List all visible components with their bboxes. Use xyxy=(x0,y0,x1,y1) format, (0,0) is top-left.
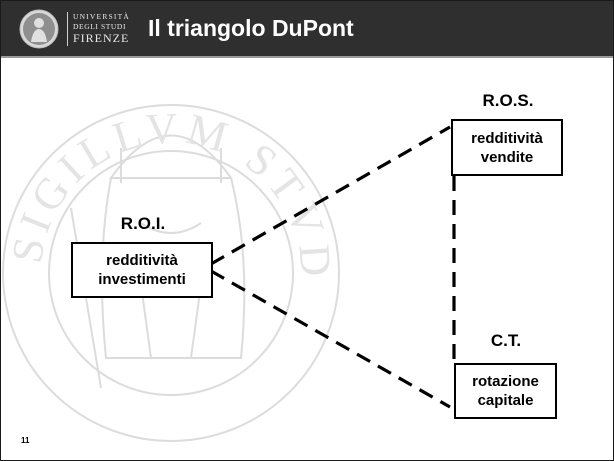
node-box-ct: rotazione capitale xyxy=(454,363,557,419)
node-box-ros: redditività vendite xyxy=(451,119,563,176)
logo-divider xyxy=(67,12,68,46)
node-box-ct-line2: capitale xyxy=(477,392,534,409)
node-box-ros-line2: vendite xyxy=(480,148,534,166)
node-box-roi: redditività investimenti xyxy=(71,242,213,298)
edge-roi-ct xyxy=(210,269,451,409)
slide-title: Il triangolo DuPont xyxy=(148,15,354,41)
edge-roi-ros xyxy=(210,125,451,266)
node-box-roi-line2: investimenti xyxy=(98,271,186,288)
logo-line-1: UNIVERSITÀ xyxy=(73,12,130,21)
page-number: 11 xyxy=(21,436,30,445)
node-label-ct: C.T. xyxy=(490,331,522,350)
logo-line-3: FIRENZE xyxy=(73,31,130,45)
header-bar: UNIVERSITÀ DEGLI STUDI FIRENZE Il triang… xyxy=(1,1,613,56)
header-rule xyxy=(1,56,613,58)
node-label-roi: R.O.I. xyxy=(120,214,166,233)
logo-line-2: DEGLI STUDI xyxy=(73,21,127,31)
university-seal-icon xyxy=(19,9,59,49)
node-box-ct-line1: rotazione xyxy=(472,373,539,390)
node-box-ros-line1: redditività xyxy=(471,129,543,147)
node-label-ros: R.O.S. xyxy=(482,91,534,110)
university-logo-text: UNIVERSITÀ DEGLI STUDI FIRENZE xyxy=(73,13,130,44)
node-box-roi-line1: redditività xyxy=(106,252,178,269)
